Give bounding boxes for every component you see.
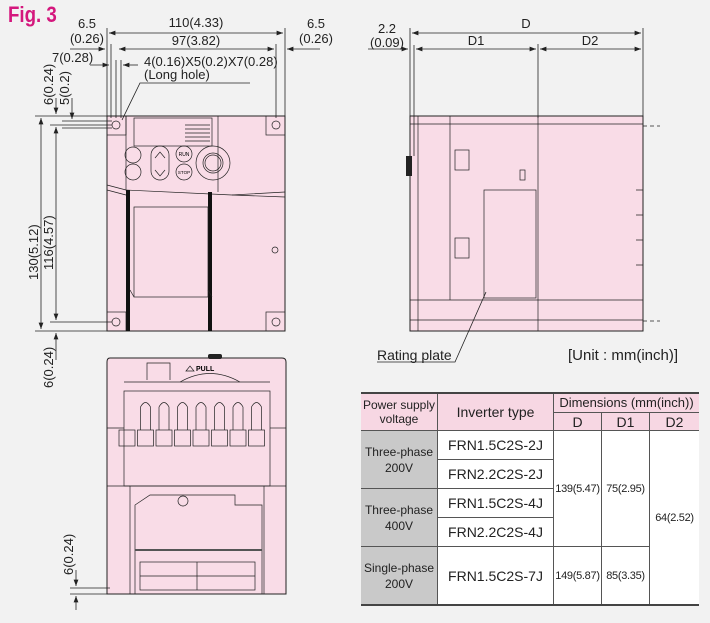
header-power-supply: Power supply voltage bbox=[361, 392, 438, 431]
front-view: RUN STOP bbox=[106, 115, 286, 332]
type-cell: FRN1.5C2S-2J bbox=[437, 430, 554, 460]
d-cell: 149(5.87) bbox=[553, 546, 602, 606]
terminal-slot bbox=[140, 402, 151, 430]
voltage-cell: Three-phase 400V bbox=[361, 488, 438, 547]
d1-cell: 85(3.35) bbox=[601, 546, 650, 606]
table-row: Single-phase 200V FRN1.5C2S-7J 149(5.87)… bbox=[361, 546, 699, 606]
dim-top-6: 6(0.24) bbox=[41, 64, 56, 105]
d-cell: 139(5.47) bbox=[553, 430, 602, 547]
dim-d2: D2 bbox=[582, 33, 599, 48]
dim-hole-note: (Long hole) bbox=[144, 67, 210, 82]
prg-key-icon bbox=[124, 146, 142, 164]
table-row: FRN2.2C2S-2J bbox=[361, 459, 699, 489]
run-key-icon bbox=[175, 145, 193, 163]
keypad: RUN STOP bbox=[124, 145, 231, 181]
terminal-screw-icon bbox=[137, 429, 154, 447]
terminal-slot bbox=[232, 402, 244, 430]
run-key-label: RUN bbox=[179, 152, 190, 158]
dim-height-overall: 130(5.12) bbox=[26, 224, 41, 280]
rating-plate-label: Rating plate bbox=[377, 347, 452, 363]
type-cell: FRN2.2C2S-4J bbox=[437, 517, 554, 547]
dim-bottom-view-6: 6(0.24) bbox=[61, 534, 76, 575]
terminal-block bbox=[118, 402, 265, 447]
up-down-keys bbox=[150, 145, 170, 181]
stop-key-icon bbox=[175, 163, 193, 181]
side-body bbox=[409, 115, 644, 332]
dim-left-margin-mm: 6.5 bbox=[78, 16, 96, 31]
voltage-cell: Single-phase 200V bbox=[361, 546, 438, 606]
dim-offset-mm: 2.2 bbox=[378, 21, 396, 36]
header-inverter-type: Inverter type bbox=[437, 392, 554, 431]
front-dimensions: 110(4.33) 97(3.82) 6.5 (0.26) 6.5 (0.26)… bbox=[26, 15, 333, 388]
header-d: D bbox=[553, 412, 602, 431]
terminal-screw-icon bbox=[174, 429, 191, 447]
screw-icon bbox=[177, 495, 189, 507]
voltage-cell: Three-phase 200V bbox=[361, 430, 438, 489]
dim-left-margin-in: (0.26) bbox=[70, 31, 104, 46]
rating-plate bbox=[483, 189, 537, 299]
unit-label: [Unit : mm(inch)] bbox=[568, 347, 679, 364]
side-view bbox=[406, 115, 660, 332]
header-dimensions: Dimensions (mm(inch)) bbox=[553, 392, 699, 413]
header-d1: D1 bbox=[601, 412, 650, 431]
potentiometer-knob-icon bbox=[195, 145, 231, 181]
figure-title: Fig. 3 bbox=[8, 2, 57, 27]
dim-hole-offset: 7(0.28) bbox=[52, 50, 93, 65]
bottom-view: PULL 6(0.24) bbox=[61, 354, 287, 610]
dim-top-5: 5(0.2) bbox=[57, 71, 72, 105]
dimensions-table: Power supply voltage Inverter type Dimen… bbox=[361, 392, 699, 606]
dim-width-mount: 97(3.82) bbox=[172, 33, 220, 48]
pull-label: PULL bbox=[196, 366, 215, 373]
dim-width-overall: 110(4.33) bbox=[169, 15, 224, 30]
dim-d1: D1 bbox=[468, 33, 485, 48]
terminal-slot bbox=[214, 402, 225, 430]
header-d2: D2 bbox=[649, 412, 699, 431]
type-cell: FRN1.5C2S-4J bbox=[437, 488, 554, 518]
terminal-screw-icon bbox=[155, 429, 173, 447]
terminal-screw-icon bbox=[248, 429, 265, 447]
terminal-slot bbox=[177, 402, 188, 430]
side-dimensions: D D1 D2 2.2 (0.09) bbox=[368, 16, 644, 363]
terminal-screw-icon bbox=[118, 429, 136, 447]
dim-hole-spec: 4(0.16)X5(0.2)X7(0.28) bbox=[144, 54, 278, 69]
dim-right-margin-mm: 6.5 bbox=[307, 16, 325, 31]
terminal-slot bbox=[158, 402, 170, 430]
terminal-screw-icon bbox=[192, 429, 210, 447]
stop-key-label: STOP bbox=[178, 170, 190, 175]
terminal-screw-icon bbox=[229, 429, 247, 447]
terminal-slot bbox=[195, 402, 207, 430]
dim-right-margin-in: (0.26) bbox=[299, 31, 333, 46]
d2-cell: 64(2.52) bbox=[649, 430, 699, 606]
dim-offset-in: (0.09) bbox=[370, 35, 404, 50]
table-row: Three-phase 200V FRN1.5C2S-2J 139(5.47) … bbox=[361, 430, 699, 606]
table-row: FRN2.2C2S-4J bbox=[361, 517, 699, 547]
dim-bottom-6: 6(0.24) bbox=[41, 347, 56, 388]
dim-d: D bbox=[521, 16, 530, 31]
type-cell: FRN2.2C2S-2J bbox=[437, 459, 554, 489]
front-body bbox=[106, 115, 286, 332]
dim-height-mount: 116(4.57) bbox=[41, 215, 56, 270]
type-cell: FRN1.5C2S-7J bbox=[437, 546, 554, 606]
table-row: Three-phase 400V FRN1.5C2S-4J bbox=[361, 488, 699, 547]
d1-cell: 75(2.95) bbox=[601, 430, 650, 547]
terminal-screw-icon bbox=[211, 429, 228, 447]
func-key-icon bbox=[124, 163, 142, 181]
terminal-slot bbox=[251, 402, 262, 430]
